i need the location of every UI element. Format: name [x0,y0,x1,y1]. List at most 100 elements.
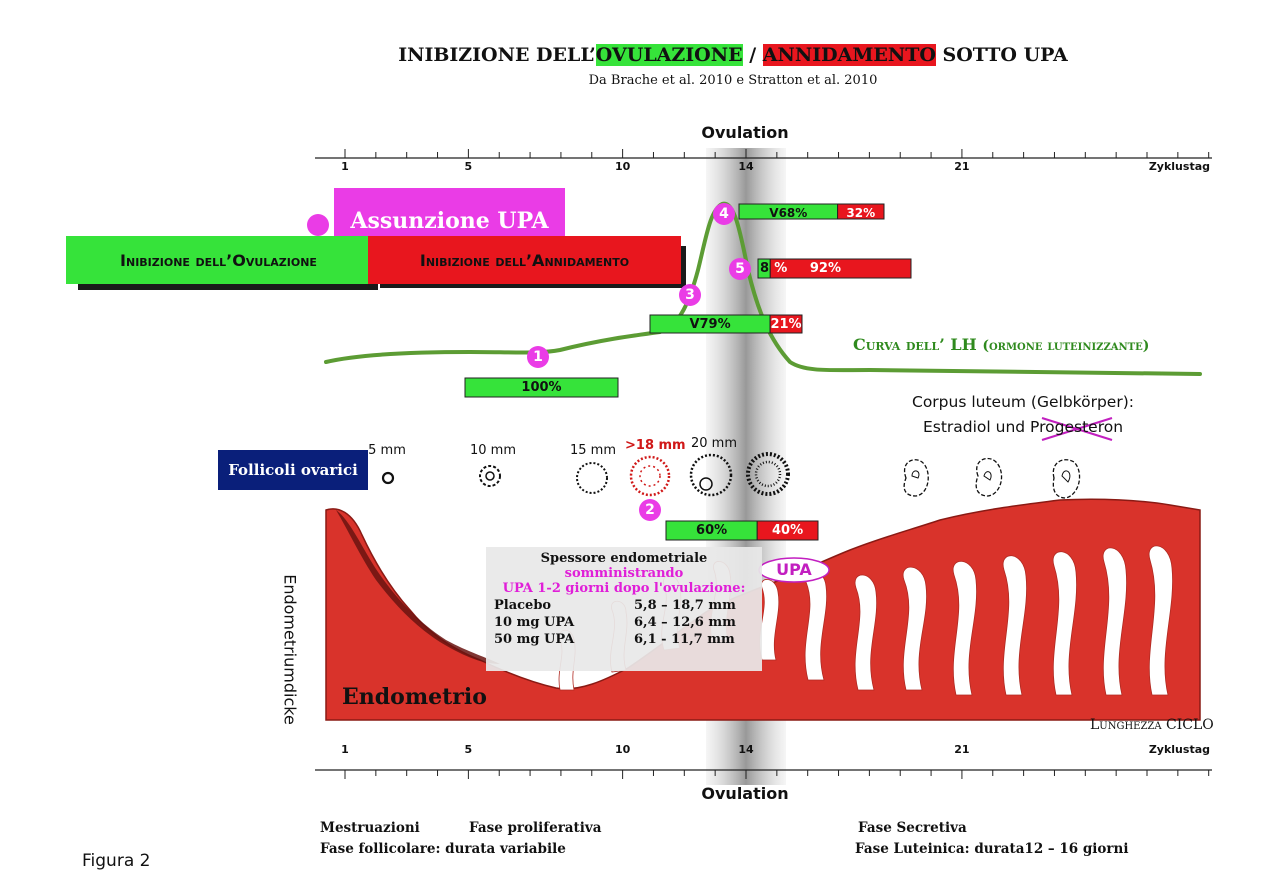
title-annidamento: ANNIDAMENTO [762,44,936,66]
thickness-title: Spessore endometriale [540,551,708,566]
bottom-tick-label: 1 [341,743,349,756]
inhibition-bars [464,203,912,541]
follicle-18mm [629,455,671,497]
title-part1: INIBIZIONE DELL’ [398,44,596,66]
thickness-row-label: 10 mg UPA [494,615,575,630]
top-tick-label: 1 [341,160,349,173]
follicle-20mm [689,453,733,497]
inibizione-ovulazione-box: Inibizione dell’Ovulazione [66,236,371,284]
footer-luteinica: Fase Luteinica: durata12 – 16 giorni [855,841,1129,857]
bottom-unit-label: Zyklustag [1148,743,1210,756]
corpus-luteum-1 [903,459,929,497]
follicoli-label: Follicoli ovarici [228,461,358,479]
bar-5-green-label: 8 [760,261,770,276]
title-part2: SOTTO UPA [935,44,1068,66]
bar-4-red-label: 32% [846,206,876,220]
cycle-length-label: Lunghezza CICLO [1090,717,1214,733]
assunzione-upa-label: Assunzione UPA [350,208,549,234]
top-unit-label: Zyklustag [1148,160,1210,173]
thickness-row: 10 mg UPA 6,4 – 12,6 mm [494,615,754,630]
thickness-row: 50 mg UPA 6,1 - 11,7 mm [494,632,754,647]
bar-2-red-label: 40% [772,523,804,538]
thickness-table: Spessore endometriale somministrando UPA… [486,547,762,671]
thickness-row: Placebo 5,8 – 18,7 mm [494,598,754,613]
marker-1: 1 [527,346,549,368]
page-title: INIBIZIONE DELL’OVULAZIONE / ANNIDAMENTO… [0,44,1280,66]
bar-4-red [837,203,885,220]
corpus-luteum-line2: Estradiol und Progesteron [868,418,1178,436]
bottom-axis-ticks [344,770,1210,779]
follicle-5mm [381,471,395,485]
top-tick-label: 14 [738,160,754,173]
corpus-luteum-2 [975,457,1003,497]
follicle-size-label: 15 mm [569,443,616,458]
follicle-ovulating [746,452,790,496]
marker-3: 3 [679,284,701,306]
top-tick-label: 10 [614,160,631,173]
thickness-row-value: 5,8 – 18,7 mm [634,598,736,613]
corpus-luteum-line1: Corpus luteum (Gelbkörper): [912,393,1134,411]
marker-2: 2 [639,499,661,521]
corpus-luteum-3 [1052,459,1081,499]
progesteron-label: Progesteron [1030,418,1124,436]
footer-mestruazioni: Mestruazioni [320,820,420,836]
thickness-rows: Placebo 5,8 – 18,7 mm 10 mg UPA 6,4 – 12,6 … [494,598,754,647]
bottom-tick-label: 10 [614,743,631,756]
bar-2-red [756,520,819,541]
follicle-10mm [479,465,501,487]
title-ovulazione: OVULAZIONE [595,44,743,66]
title-separator: / [742,44,763,66]
bottom-tick-label: 5 [464,743,473,756]
bar-1-green-label: 100% [521,380,562,395]
lh-curve-label-main: Curva dell’ LH [853,335,977,354]
estradiol-label: Estradiol und [922,418,1031,436]
bar-3-red-label: 21% [770,317,802,332]
thickness-row-value: 6,4 – 12,6 mm [634,615,736,630]
marker-4: 4 [713,203,735,225]
assunzione-upa-box: Assunzione UPA [334,188,565,236]
footer-follicolare: Fase follicolare: durata variabile [320,841,566,857]
endometrio-label: Endometrio [342,684,487,710]
thickness-subtitle1: somministrando [564,566,684,581]
figure-caption: Figura 2 [82,851,151,871]
follicle-size-label: 20 mm [690,436,737,451]
follicoli-label-box: Follicoli ovarici [218,450,368,490]
page-subtitle: Da Brache et al. 2010 e Stratton et al. … [588,73,878,88]
bottom-ovulation-label: Ovulation [701,784,789,803]
endometriumdicke-label: Endometriumdicke [280,574,300,725]
bar-1-green [464,377,619,398]
inibizione-annidamento-label: Inibizione dell’Annidamento [419,250,630,270]
follicle-15mm [576,462,608,494]
follicle-size-label: 10 mm [469,443,516,458]
follicle-size-label: >18 mm [625,438,686,453]
footer-secretiva: Fase Secretiva [858,820,967,836]
top-ovulation-label: Ovulation [701,123,789,142]
thickness-row-label: Placebo [494,598,552,613]
bottom-tick-label: 21 [954,743,970,756]
upa-badge-label: UPA [776,560,812,579]
thickness-row-value: 6,1 - 11,7 mm [634,632,735,647]
bottom-tick-label: 14 [738,743,754,756]
bar-2-green-label: 60% [696,523,728,538]
marker-5: 5 [729,258,751,280]
follicle-size-label: 5 mm [368,443,406,458]
bar-5-red [769,258,912,279]
lh-curve-label: Curva dell’ LH (ormone luteinizzante) [853,335,1149,354]
bar-3-red [769,314,803,334]
top-axis-ticks [344,149,1210,158]
bar-3-green-label: V79% [689,317,731,332]
thickness-row-label: 50 mg UPA [494,632,575,647]
inibizione-annidamento-box: Inibizione dell’Annidamento [368,236,681,284]
follicle-drawings [381,452,1081,499]
thickness-subtitle2: UPA 1-2 giorni dopo l'ovulazione: [502,581,746,596]
bar-4-green-label: V68% [769,206,808,220]
bar-5-red-label: % 92% [774,261,842,276]
inibizione-ovulazione-label: Inibizione dell’Ovulazione [120,250,317,270]
top-tick-label: 21 [954,160,970,173]
footer-proliferativa: Fase proliferativa [469,820,602,836]
top-tick-label: 5 [464,160,473,173]
assunzione-dot-icon [307,214,329,236]
progesteron-strike-icon [1041,416,1113,442]
